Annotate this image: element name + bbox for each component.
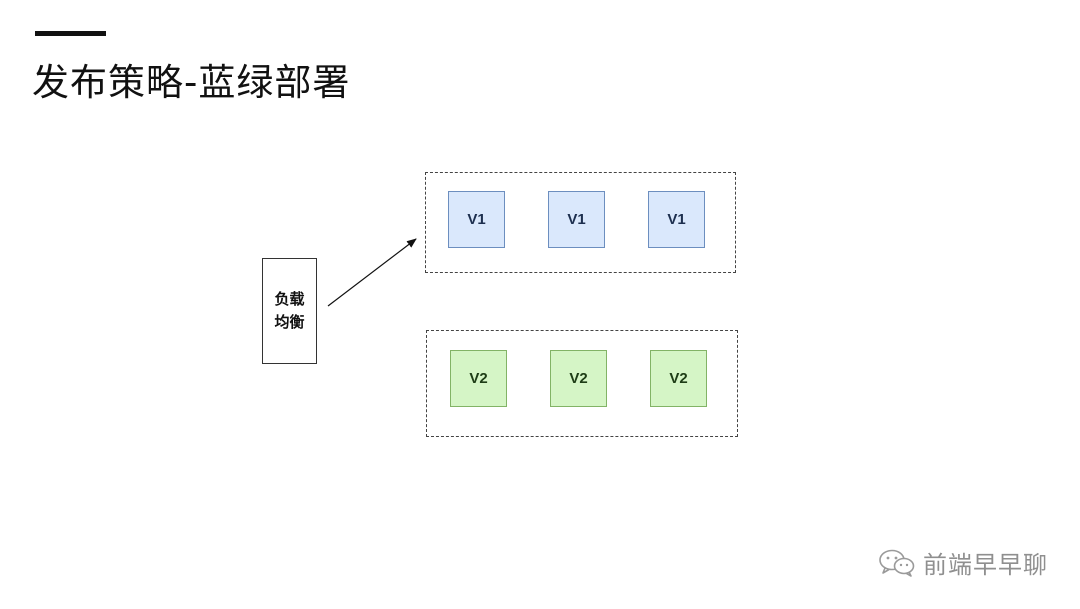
traffic-arrow-line — [327, 238, 417, 307]
blue-environment-group: V1 V1 V1 — [425, 172, 736, 273]
watermark: 前端早早聊 — [877, 545, 1048, 580]
green-node-1: V2 — [450, 350, 507, 407]
load-balancer-label: 负载均衡 — [274, 290, 305, 331]
blue-node-1: V1 — [448, 191, 505, 248]
wechat-icon — [879, 549, 915, 577]
watermark-text: 前端早早聊 — [923, 551, 1048, 579]
page-title: 发布策略-蓝绿部署 — [32, 61, 351, 104]
blue-node-2: V1 — [548, 191, 605, 248]
green-node-3: V2 — [650, 350, 707, 407]
title-underline-bar — [35, 31, 106, 36]
green-environment-group: V2 V2 V2 — [426, 330, 738, 437]
load-balancer-box: 负载均衡 — [262, 258, 317, 364]
blue-node-3: V1 — [648, 191, 705, 248]
green-node-2: V2 — [550, 350, 607, 407]
